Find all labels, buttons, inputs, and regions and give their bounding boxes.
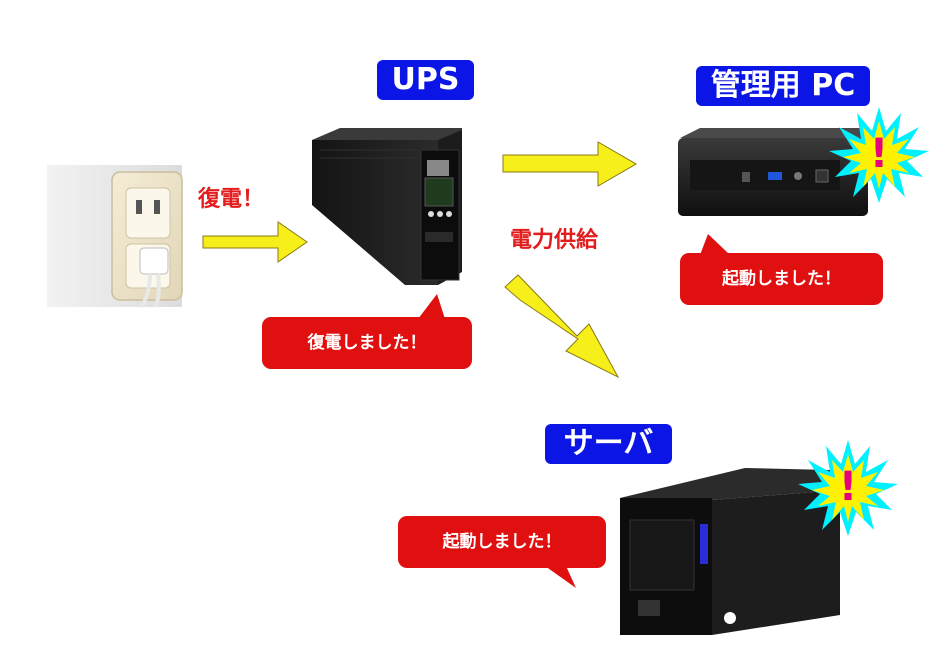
ups-bubble-text: 復電しました！ [307, 333, 427, 353]
alert-burst-icon [798, 440, 898, 536]
pc-bubble: 起動しました！ [680, 253, 883, 305]
arrow-icon [202, 221, 308, 263]
ups-bubble: 復電しました！ [262, 317, 472, 369]
server-bubble: 起動しました！ [398, 516, 606, 568]
ups-device-photo [312, 128, 462, 285]
server-bubble-text: 起動しました！ [442, 532, 562, 552]
ups-title-badge: UPS [377, 60, 474, 100]
wall-outlet-photo [47, 165, 183, 308]
server-case-photo [620, 468, 840, 635]
arrow-icon [504, 274, 620, 379]
power-supply-label: 電力供給 [510, 228, 599, 253]
speech-bubble-server [398, 516, 606, 588]
speech-bubble-ups [262, 294, 472, 369]
server-title-badge: サーバ [545, 424, 672, 464]
mini-pc-photo [678, 128, 868, 216]
mgmt-pc-title-badge: 管理用 PC [696, 66, 870, 106]
alert-burst-icon [829, 107, 929, 203]
arrow-icon [502, 141, 637, 187]
alert-glyph-pc: ! [869, 131, 889, 177]
power-restored-label: 復電！ [198, 187, 265, 212]
alert-glyph-server: ! [838, 464, 858, 510]
speech-bubble-pc [680, 234, 883, 305]
pc-bubble-text: 起動しました！ [722, 269, 841, 289]
